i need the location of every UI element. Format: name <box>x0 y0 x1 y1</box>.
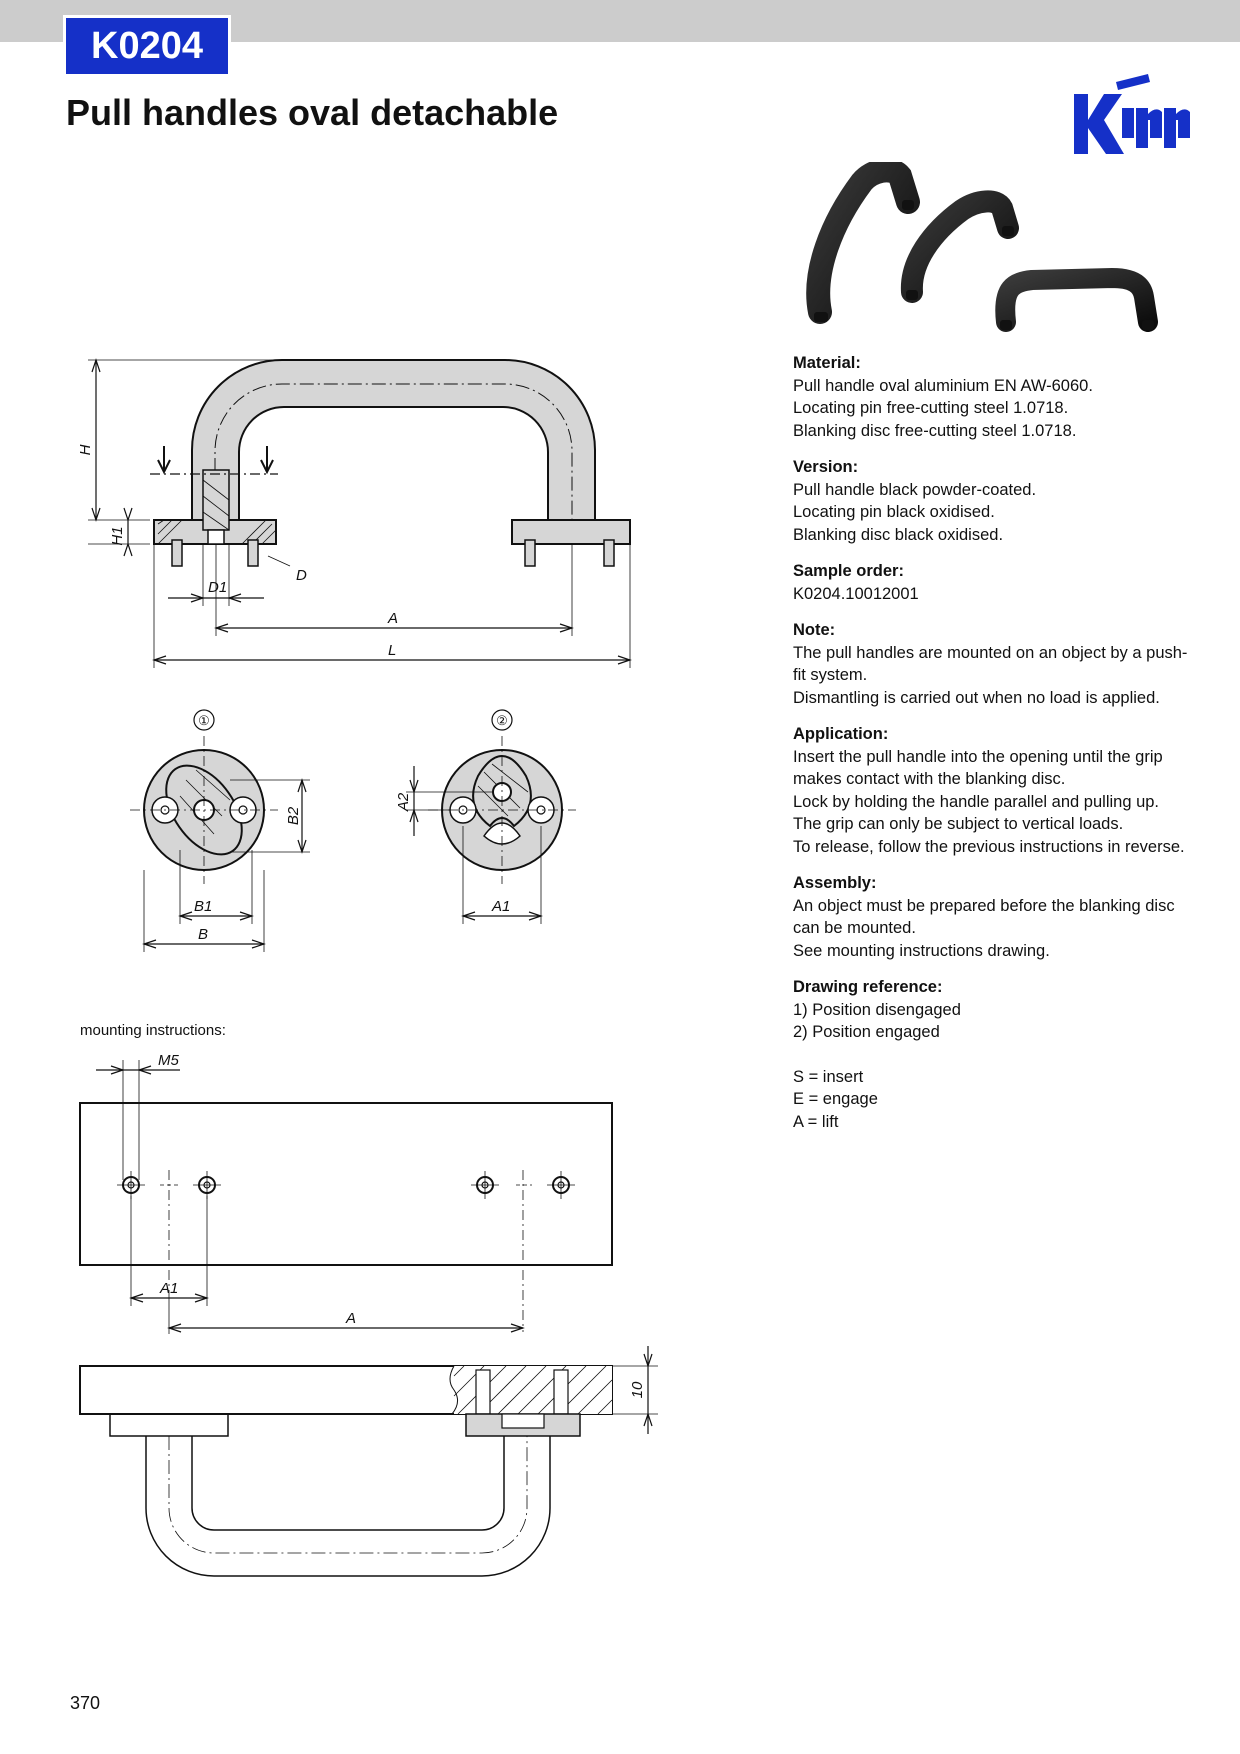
dim-label-h1: H1 <box>109 526 126 545</box>
section-line: Pull handle black powder-coated. <box>793 480 1037 499</box>
version-section: Version: Pull handle black powder-coated… <box>793 456 1193 546</box>
technical-drawing: H H1 D1 D A L B2 B1 B A2 A1 M5 A1 A 10 ①… <box>77 358 658 1577</box>
section-line: Locating pin black oxidised. <box>793 503 995 521</box>
section-heading: Sample order: <box>793 562 904 580</box>
dim-label-10: 10 <box>629 1381 646 1398</box>
dim-label-b1: B1 <box>194 898 212 915</box>
assembly-section: Assembly: An object must be prepared bef… <box>793 872 1193 962</box>
mounting-side-section <box>79 1346 658 1577</box>
product-code-badge: K0204 <box>66 18 228 74</box>
top-view-1 <box>130 709 310 952</box>
section-line: Locating pin free-cutting steel 1.0718. <box>793 399 1069 417</box>
section-line: Lock by holding the handle parallel and … <box>793 792 1160 811</box>
dim-label-a1-mount: A1 <box>159 1280 178 1297</box>
dim-label-m5: M5 <box>158 1052 179 1069</box>
pull-handles-photo <box>806 162 1158 332</box>
section-line: 2) Position engaged <box>793 1023 940 1041</box>
kipp-logo-icon <box>1074 74 1190 154</box>
section-line: Blanking disc free-cutting steel 1.0718. <box>793 421 1077 440</box>
dim-label-a: A <box>387 610 398 627</box>
spec-panel: Material: Pull handle oval aluminium EN … <box>793 352 1193 1147</box>
section-heading: Note: <box>793 621 836 639</box>
dim-label-b: B <box>198 926 208 943</box>
section-line: Blanking disc black oxidised. <box>793 525 1004 544</box>
page-number: 370 <box>70 1693 101 1713</box>
section-line: The grip can only be subject to vertical… <box>793 815 1124 833</box>
section-line: 1) Position disengaged <box>793 1000 961 1019</box>
section-line: Insert the pull handle into the opening … <box>793 747 1163 789</box>
dim-label-d1: D1 <box>208 579 227 596</box>
dim-label-l: L <box>388 642 396 659</box>
mounting-instructions-label: mounting instructions: <box>80 1022 226 1039</box>
side-view <box>88 358 632 668</box>
top-view-2 <box>406 709 576 924</box>
application-section: Application: Insert the pull handle into… <box>793 723 1193 858</box>
section-line: The pull handles are mounted on an objec… <box>793 643 1188 685</box>
section-heading: Assembly: <box>793 874 877 892</box>
dim-label-d: D <box>296 567 307 584</box>
section-heading: Drawing reference: <box>793 978 943 996</box>
note-section: Note: The pull handles are mounted on an… <box>793 619 1193 709</box>
legend-line: E = engage <box>793 1090 878 1108</box>
dim-label-a2: A2 <box>395 792 412 812</box>
material-section: Material: Pull handle oval aluminium EN … <box>793 352 1193 442</box>
dim-label-a1-view2: A1 <box>491 898 510 915</box>
section-heading: Version: <box>793 458 859 476</box>
section-heading: Material: <box>793 354 861 372</box>
section-line: Dismantling is carried out when no load … <box>793 688 1160 707</box>
section-line: Pull handle oval aluminium EN AW-6060. <box>793 376 1093 395</box>
dim-label-h: H <box>77 444 94 455</box>
section-line: To release, follow the previous instruct… <box>793 837 1185 856</box>
page-title: Pull handles oval detachable <box>66 92 559 133</box>
section-line: K0204.10012001 <box>793 584 919 603</box>
mounting-plate-top <box>79 1060 613 1334</box>
position-2-marker: ② <box>496 713 508 728</box>
drawing-reference-section: Drawing reference: 1) Position disengage… <box>793 976 1193 1044</box>
sample-order-section: Sample order: K0204.10012001 <box>793 560 1193 605</box>
section-line: An object must be prepared before the bl… <box>793 896 1175 938</box>
section-heading: Application: <box>793 725 889 743</box>
section-line: See mounting instructions drawing. <box>793 941 1050 960</box>
position-1-marker: ① <box>198 713 210 728</box>
legend-line: S = insert <box>793 1067 864 1086</box>
dim-label-a-mount: A <box>345 1310 356 1327</box>
dim-label-b2: B2 <box>285 806 302 825</box>
legend-section: S = insert E = engage A = lift <box>793 1066 1193 1134</box>
legend-line: A = lift <box>793 1112 839 1131</box>
